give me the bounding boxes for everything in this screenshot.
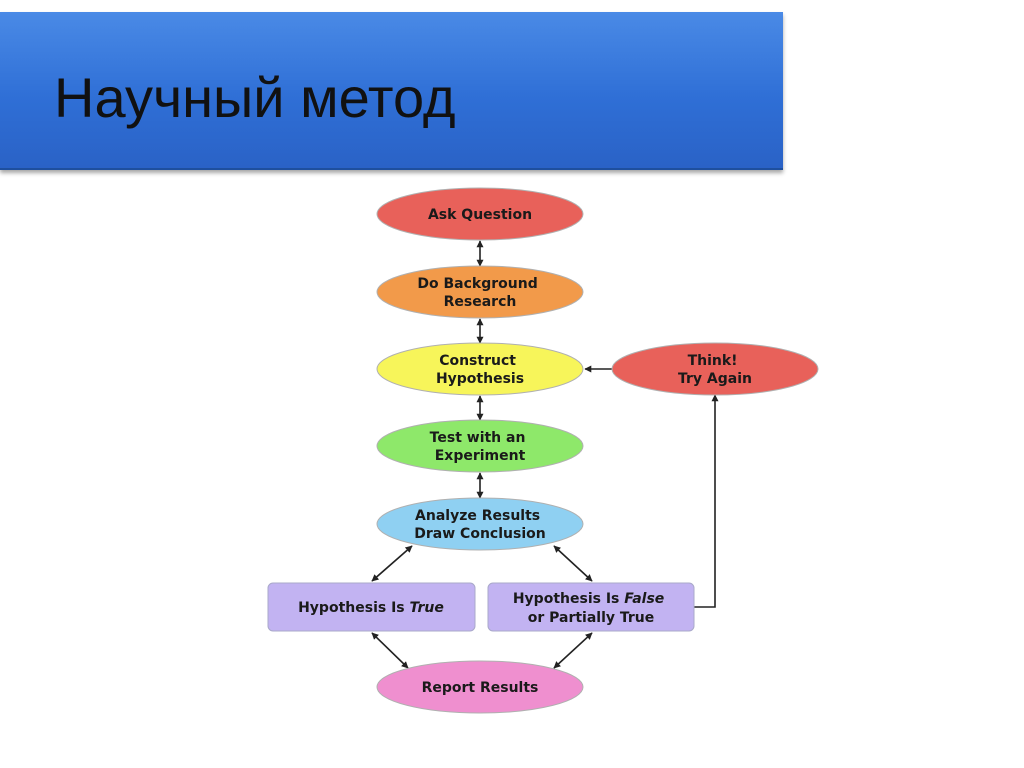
arrow-false-to-think <box>694 394 719 608</box>
node-analyze-results-line1: Analyze Results <box>415 508 540 524</box>
node-think-try-again-line1: Think! <box>688 353 738 369</box>
connectors <box>371 240 719 669</box>
node-hypothesis-true-shape <box>267 582 476 632</box>
node-ask-question: Ask Question <box>376 187 584 241</box>
arrow-analyze-to-true <box>371 545 413 582</box>
node-construct-hypothesis-shape <box>376 342 584 396</box>
svg-text:Analyze Results Draw C: Analyze Results Draw Conclusion <box>414 508 545 542</box>
node-hypothesis-false-line2: or Partially True <box>528 610 655 626</box>
title-bar: Научный метод <box>0 12 783 170</box>
node-report-results: Report Results <box>376 660 584 714</box>
svg-text:Construct Hypothesis: Construct Hypothesis <box>436 353 524 387</box>
node-hypothesis-false-shape <box>487 582 695 632</box>
node-construct-hypothesis-line1: Construct <box>439 353 516 369</box>
node-test-experiment-shape <box>376 419 584 473</box>
node-report-results-label: Report Results <box>422 680 539 696</box>
node-hypothesis-false-prefix: Hypothesis Is <box>513 591 624 607</box>
svg-text:Think! Try Again: Think! Try Again <box>678 353 752 387</box>
arrow-analyze-to-false <box>553 545 593 582</box>
arrow-false-to-report <box>553 632 593 669</box>
svg-text:Hypothesis Is False or: Hypothesis Is False or Partially True <box>513 591 669 626</box>
node-test-experiment-line1: Test with an <box>430 430 526 446</box>
node-report-results-shape <box>376 660 584 714</box>
node-hypothesis-true-prefix: Hypothesis Is <box>298 600 409 616</box>
node-hypothesis-true-emph: True <box>410 600 444 616</box>
node-analyze-results-line2: Draw Conclusion <box>414 526 545 542</box>
node-background-research-shape <box>376 265 584 319</box>
svg-text:Ask Question: Ask Question <box>428 207 532 223</box>
node-hypothesis-true: Hypothesis Is True <box>267 582 476 632</box>
node-hypothesis-false: Hypothesis Is False or Partially True <box>487 582 695 632</box>
svg-text:Report Results: Report Results <box>422 680 539 696</box>
node-analyze-results: Analyze Results Draw Conclusion <box>376 497 584 551</box>
node-think-try-again-shape <box>611 342 819 396</box>
node-analyze-results-shape <box>376 497 584 551</box>
node-test-experiment-line2: Experiment <box>435 448 526 464</box>
node-background-research: Do Background Research <box>376 265 584 319</box>
node-construct-hypothesis-line2: Hypothesis <box>436 371 524 387</box>
arrow-true-to-report <box>371 632 409 669</box>
slide-title: Научный метод <box>54 66 456 129</box>
node-hypothesis-false-emph: False <box>624 591 664 607</box>
svg-text:Hypothesis Is True: Hypothesis Is True <box>298 600 444 616</box>
node-think-try-again-line2: Try Again <box>678 371 752 387</box>
node-construct-hypothesis: Construct Hypothesis <box>376 342 584 396</box>
svg-text:Test with an Experimen: Test with an Experiment <box>430 430 531 464</box>
node-ask-question-shape <box>376 187 584 241</box>
node-background-research-line1: Do Background <box>417 276 537 292</box>
node-background-research-line2: Research <box>444 294 517 310</box>
node-think-try-again: Think! Try Again <box>611 342 819 396</box>
node-ask-question-label: Ask Question <box>428 207 532 223</box>
svg-text:Do Background Research: Do Background Research <box>417 276 542 310</box>
node-test-experiment: Test with an Experiment <box>376 419 584 473</box>
